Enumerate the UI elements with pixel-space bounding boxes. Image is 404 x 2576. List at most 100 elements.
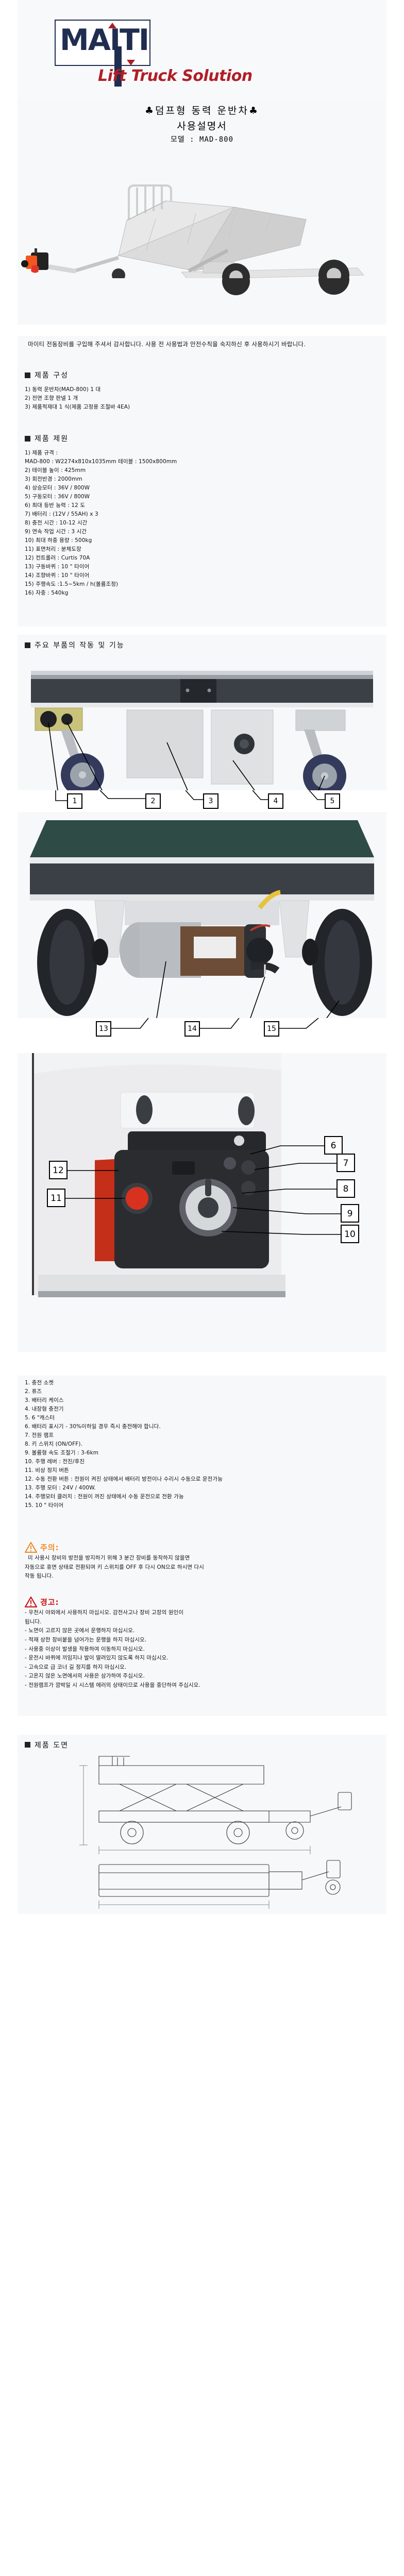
spacer	[0, 626, 404, 635]
parts-legend-list: 1. 충전 소켓 2. 퓨즈 3. 배터리 케이스 4. 내장형 충전기 5. …	[18, 1376, 386, 1517]
svg-text:6: 6	[331, 1141, 336, 1151]
list-item: 15) 주행속도 :1.5~5km / h(볼륨조정)	[25, 581, 119, 588]
callout-4[interactable]: 4	[268, 793, 283, 809]
callout-13[interactable]: 13	[96, 1021, 111, 1037]
list-item: 8. 키 스위치 (ON/OFF).	[25, 1441, 83, 1448]
warning-label: 경고:	[40, 1598, 59, 1607]
logo-t-stem	[114, 46, 122, 87]
list-item: 1) 동력 운반차(MAD-800) 1 대	[25, 386, 101, 393]
caution-body: 미 사용시 장비의 방전을 방지하기 위해 3 분간 장비를 동작하지 않을면 …	[25, 1554, 379, 1581]
specs-heading: 제품 제원	[35, 435, 69, 444]
svg-text:10: 10	[344, 1229, 356, 1240]
caution-line: 작동 됩니다.	[25, 1573, 54, 1580]
warning-line: - 고온지 않은 노면에서의 사용은 삼가하여 주십시오.	[25, 1673, 145, 1680]
list-item: 8) 충전 시간 : 10-12 시간	[25, 520, 88, 527]
warning-triangle-icon	[25, 1597, 37, 1607]
section-heading-drawing: 제품 도면	[18, 1734, 386, 1752]
section-heading-composition: 제품 구성	[18, 365, 386, 383]
list-item: 9. 볼륨형 속도 조절기 : 3-6km	[25, 1450, 99, 1456]
list-item: MAD-800 : W2274x810x1035mm 테이블 : 1500x80…	[25, 459, 177, 465]
warning-line: - 노면이 고르지 않은 곳에서 운행하지 마십시오.	[25, 1628, 135, 1634]
warning-line: 됩니다.	[25, 1618, 42, 1625]
caution-header: 주의:	[25, 1542, 379, 1553]
callout-row-2: 13 14 15	[18, 1018, 386, 1040]
spacer	[18, 1516, 386, 1539]
list-item: 12) 컨트롤러 : Curtis 70A	[25, 555, 90, 562]
bullet-square-icon	[25, 435, 30, 442]
logo-frame	[55, 20, 150, 66]
list-item: 4. 내장형 충전기	[25, 1406, 64, 1413]
list-item: 11. 비상 정지 버튼	[25, 1467, 69, 1474]
triangle-down-icon	[127, 60, 135, 65]
warning-line: - 적재 상한 장비붙을 넘어가는 운행을 하지 마십시오.	[25, 1636, 147, 1643]
callout-leaders-1	[55, 790, 325, 801]
hero-product-photo	[18, 149, 386, 278]
callout-3[interactable]: 3	[203, 793, 218, 809]
list-item: 5. 6 "캐스터	[25, 1415, 55, 1421]
list-item: 9) 연속 작업 시간 : 3 시간	[25, 529, 87, 535]
parts-photo-drive-motor	[18, 812, 386, 1019]
warning-line: - 전원램프가 깜박일 시 시스템 에러의 상태이므로 사용을 중단하여 주십시…	[25, 1682, 200, 1688]
callout-1[interactable]: 1	[67, 793, 82, 809]
list-item: 3) 회전반경 : 2000mm	[25, 476, 82, 483]
list-item: 15. 10 " 타이어	[25, 1502, 64, 1509]
section-heading-parts: 주요 부품의 작동 및 기능	[18, 635, 386, 653]
technical-drawing-block	[18, 1752, 386, 1914]
list-item: 10. 주행 레버 : 전진/후진	[25, 1459, 85, 1465]
spacer	[18, 1586, 386, 1594]
svg-text:9: 9	[347, 1209, 353, 1219]
list-item: 16) 자중 : 540kg	[25, 590, 69, 597]
warning-line: - 운전시 바퀴에 끼임지나 발이 딸려있지 않도록 하지 마십시오.	[25, 1655, 169, 1662]
callout-14[interactable]: 14	[184, 1021, 200, 1037]
drive-motor-illustration	[18, 812, 386, 1019]
spacer	[18, 604, 386, 627]
chassis-detail-illustration	[18, 278, 386, 325]
list-item: 1. 충전 소켓	[25, 1380, 54, 1386]
callout-15[interactable]: 15	[264, 1021, 279, 1037]
list-item: 14) 조향바퀴 : 10 " 타이어	[25, 572, 90, 579]
list-item: 3. 배터리 케이스	[25, 1397, 64, 1404]
callout-leaders-2	[111, 1018, 319, 1029]
list-item: 2) 테이블 높이 : 425mm	[25, 467, 86, 474]
parts-photo-control-panel: 6 7 8 9 10 11 12	[18, 1053, 386, 1352]
underside-casters-illustration	[18, 652, 386, 791]
bullet-square-icon	[25, 372, 30, 378]
list-item: 7. 전원 램프	[25, 1432, 54, 1439]
spacer	[0, 325, 404, 336]
list-item: 5) 구동모터 : 36V / 800W	[25, 494, 90, 500]
intro-text: 마이티 전동장비를 구입해 주셔서 감사합니다. 사용 전 사용법과 안전수칙을…	[28, 341, 306, 348]
brand-header: MAITI Lift Truck Solution	[18, 0, 386, 100]
list-item: 4) 상승모터 : 36V / 800W	[25, 485, 90, 492]
spacer	[18, 418, 386, 429]
triangle-up-icon	[108, 23, 116, 28]
page-subtitle: 사용설명서	[177, 121, 227, 132]
list-item: 13) 구동바퀴 : 10 " 타이어	[25, 564, 90, 570]
warning-body: - 우천시 야외에서 사용하지 마십시오. 감전사고나 장비 고장의 원인이 됩…	[25, 1608, 379, 1690]
callout-5[interactable]: 5	[325, 793, 340, 809]
spacer	[0, 1352, 404, 1376]
hero-photo-continuation	[18, 278, 386, 325]
list-item: 10) 최대 하중 용량 : 500kg	[25, 537, 92, 544]
svg-text:7: 7	[343, 1158, 349, 1168]
warning-header: 경고:	[25, 1597, 379, 1607]
list-item: 11) 표면처리 : 분체도장	[25, 546, 81, 553]
logo-tagline: Lift Truck Solution	[98, 67, 252, 85]
spacer	[18, 1695, 386, 1716]
list-item: 1) 제품 규격 :	[25, 450, 58, 456]
section-heading-specs: 제품 제원	[18, 428, 386, 446]
caution-block: 주의: 미 사용시 장비의 방전을 방지하기 위해 3 분간 장비를 동작하지 …	[18, 1539, 386, 1586]
parts-heading: 주요 부품의 작동 및 기능	[35, 641, 125, 650]
control-panel-illustration: 6 7 8 9 10 11 12	[18, 1053, 386, 1352]
warning-line: - 사용중 이상이 발생을 작용하여 이동하지 마십시오.	[25, 1646, 145, 1652]
list-item: 13. 주행 모터 : 24V / 400W.	[25, 1485, 96, 1492]
callout-2[interactable]: 2	[145, 793, 161, 809]
bullet-square-icon	[25, 1742, 30, 1748]
bullet-square-icon	[25, 642, 30, 648]
svg-text:12: 12	[53, 1165, 64, 1176]
intro-paragraph-block: 마이티 전동장비를 구입해 주셔서 감사합니다. 사용 전 사용법과 안전수칙을…	[18, 336, 386, 355]
warning-triangle-icon	[25, 1542, 37, 1553]
model-number: 모델 : MAD-800	[170, 135, 234, 144]
list-item: 2) 전면 조향 판넬 1 개	[25, 395, 78, 402]
caution-line: 자동으로 휴면 상태로 전환되며 키 스위치를 OFF 후 다시 ON으로 하시…	[25, 1564, 205, 1570]
logo-wordmark: MAITI	[60, 23, 149, 57]
